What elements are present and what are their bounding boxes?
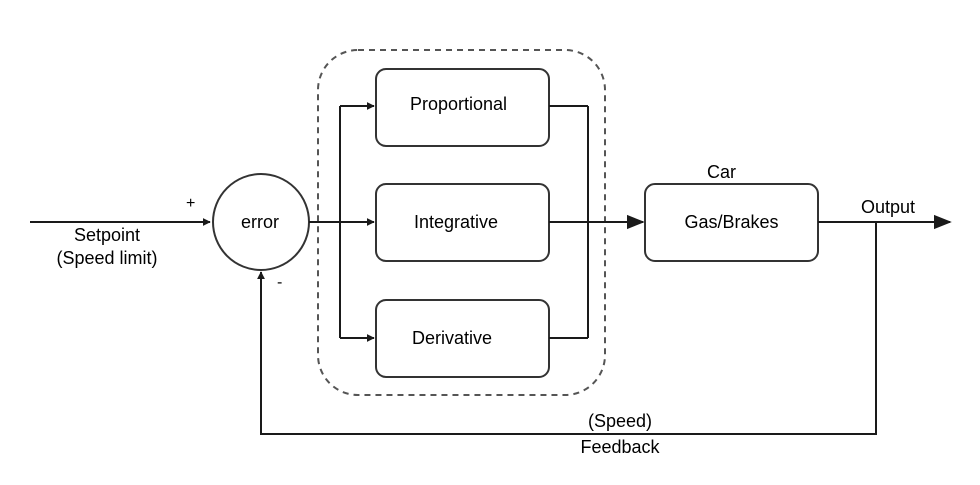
feedback-label-line1: (Speed) <box>587 411 653 431</box>
proportional-label: Proportional <box>409 94 508 114</box>
summing-junction-label: error <box>241 212 280 232</box>
output-label: Output <box>861 197 916 217</box>
integrative-label: Integrative <box>413 212 499 232</box>
plant-title: Car <box>707 162 737 182</box>
controller-boundary <box>317 49 606 396</box>
derivative-label: Derivative <box>411 328 493 348</box>
setpoint-label-line1: Setpoint <box>73 225 141 245</box>
proportional-block <box>375 68 550 147</box>
feedback-path <box>257 222 877 435</box>
feedback-label-line2: Feedback <box>580 437 660 457</box>
setpoint-label-line2: (Speed limit) <box>56 248 158 268</box>
plant-label: Gas/Brakes <box>684 212 779 232</box>
plus-sign: + <box>186 195 196 212</box>
minus-sign: - <box>277 274 283 291</box>
